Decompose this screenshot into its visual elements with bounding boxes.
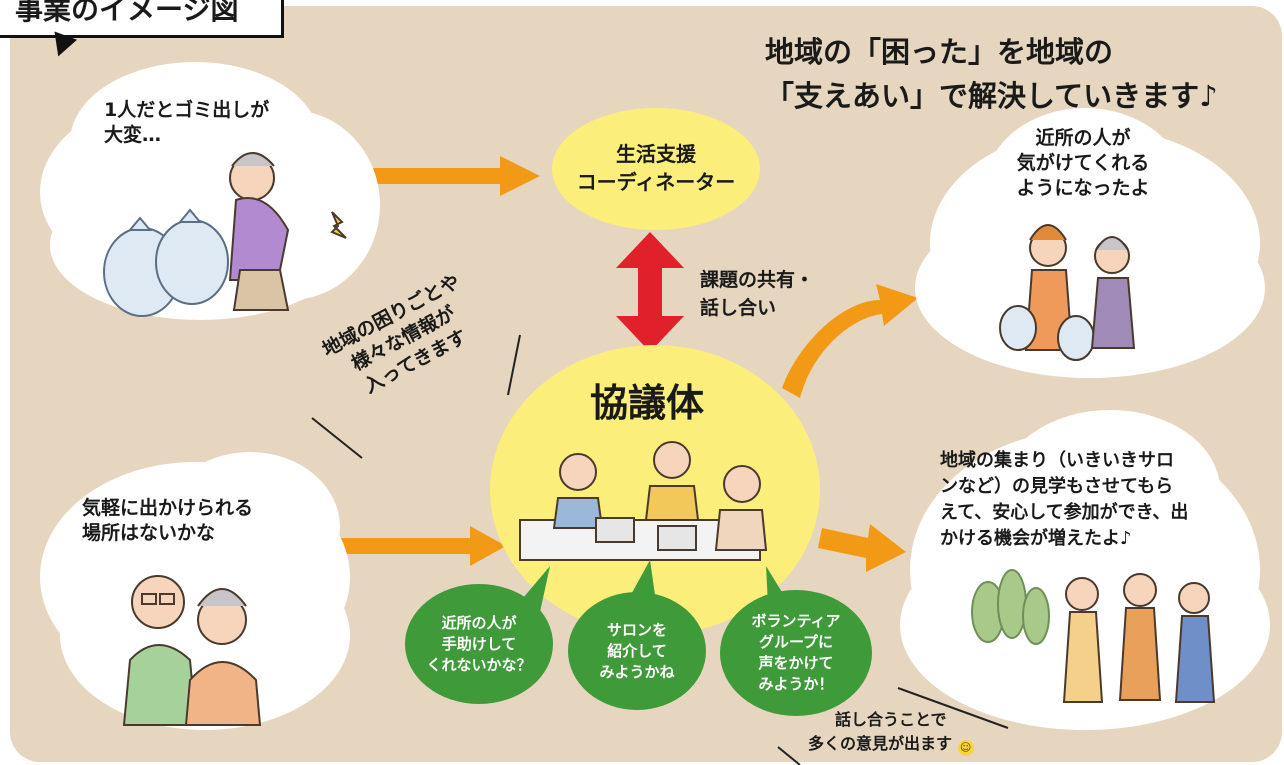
- bubble-text: ボランティア グループに 声をかけて みようか！: [751, 611, 840, 695]
- headline-line-2: 「支えあい」で解決していきます♪: [765, 79, 1218, 113]
- council-title: 協議体: [590, 381, 705, 425]
- text-line: ンなど）の見学もさせてもら: [940, 476, 1174, 497]
- text-line: かける機会が増えたよ♪: [940, 528, 1132, 549]
- arrow-outing-to-council: [338, 526, 506, 566]
- bubble-text: 近所の人が 手助けして くれないかな？: [426, 613, 531, 676]
- info-slash-right: [507, 334, 521, 396]
- text-line: コーディネーター: [576, 170, 736, 194]
- cloud-puff: [1000, 410, 1220, 570]
- text-line: みようかね: [599, 662, 675, 681]
- text-line: 大変…: [104, 124, 162, 146]
- title-tag: 事業のイメージ図: [0, 0, 284, 38]
- text-line: 多くの意見が出ます: [808, 734, 953, 753]
- text-line: 近所の人が: [441, 613, 517, 632]
- bubble-text: サロンを 紹介して みようかね: [599, 620, 674, 683]
- text-line: 近所の人が: [1035, 127, 1131, 149]
- text-line: 気軽に出かけられる: [82, 497, 254, 519]
- bubble-neighbor-help: 近所の人が 手助けして くれないかな？: [405, 584, 553, 704]
- bubble-introduce-salon: サロンを 紹介して みようかね: [568, 592, 706, 710]
- text-line: ボランティア: [751, 612, 841, 630]
- text-line: ようになったよ: [1016, 177, 1150, 199]
- title-text: 事業のイメージ図: [15, 0, 239, 26]
- cloud-puff: [160, 452, 340, 602]
- smiley-icon: ☺: [957, 740, 974, 756]
- text-line-with-icon: 多くの意見が出ます ☺: [808, 732, 974, 756]
- cloud-outing-text: 気軽に出かけられる 場所はないかな: [82, 496, 253, 546]
- text-line: 声をかけて: [758, 654, 834, 672]
- arrow-council-to-salon: [818, 524, 906, 572]
- exchange-label: 課題の共有・ 話し合い: [700, 266, 814, 322]
- text-line: 地域の集まり（いきいきサロ: [940, 450, 1174, 471]
- text-line: サロンを: [606, 620, 667, 639]
- text-line: えて、安心して参加ができ、出: [940, 502, 1189, 523]
- arrow-garbage-to-coordinator: [372, 156, 540, 196]
- discussion-note: 話し合うことで 多くの意見が出ます ☺: [808, 708, 974, 756]
- cloud-garbage-text: 1人だとゴミ出しが 大変…: [104, 98, 269, 148]
- text-line: みようか！: [758, 675, 834, 693]
- cloud-salon-text: 地域の集まり（いきいきサロ ンなど）の見学もさせてもら えて、安心して参加ができ…: [940, 448, 1188, 552]
- coordinator-ellipse: 生活支援 コーディネーター: [552, 108, 760, 230]
- note-slash-bottom: [777, 746, 801, 765]
- text-line: 紹介して: [607, 641, 667, 660]
- cloud-puff: [985, 108, 1185, 268]
- note-slash-top: [897, 687, 1009, 729]
- text-line: 生活支援: [616, 142, 696, 166]
- text-line: 気がけてくれる: [1016, 152, 1150, 174]
- bubble-volunteer-group: ボランティア グループに 声をかけて みようか！: [720, 590, 872, 716]
- text-line: 話し合うことで: [835, 710, 947, 729]
- text-line: 話し合い: [700, 297, 777, 319]
- cloud-neighbors-text: 近所の人が 気がけてくれる ようになったよ: [1008, 126, 1158, 201]
- text-line: 場所はないかな: [82, 522, 216, 544]
- headline-line-1: 地域の「困った」を地域の: [765, 35, 1114, 69]
- coordinator-text: 生活支援 コーディネーター: [552, 140, 760, 196]
- text-line: 1人だとゴミ出しが: [104, 99, 270, 121]
- text-line: くれないかな？: [426, 655, 532, 674]
- text-line: 手助けして: [441, 634, 517, 653]
- arrow-council-to-neighbors: [782, 284, 918, 398]
- headline: 地域の「困った」を地域の 「支えあい」で解決していきます♪: [765, 30, 1218, 118]
- info-slash-left: [311, 417, 363, 459]
- text-line: 課題の共有・: [700, 269, 815, 291]
- text-line: グループに: [758, 633, 834, 651]
- bubble-tail-2: [628, 560, 656, 602]
- double-arrow-coordinator-council: [616, 232, 684, 352]
